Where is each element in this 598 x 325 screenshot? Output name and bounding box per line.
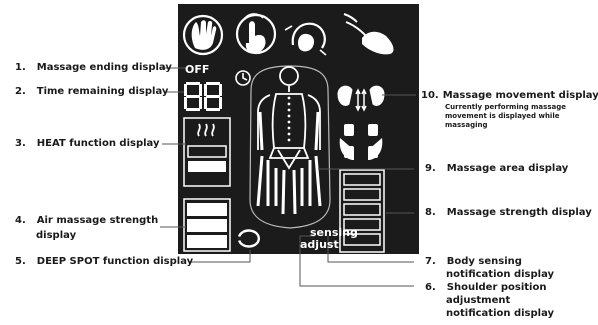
callout-text: HEAT function display bbox=[36, 138, 160, 149]
callout-text: Massage area display bbox=[446, 163, 569, 174]
callout-10: 10.Massage movement display* bbox=[421, 90, 598, 101]
clock-icon bbox=[235, 70, 251, 86]
callout-9: 9. Massage area display bbox=[425, 163, 568, 174]
callout-10-note-2: movement is displayed while bbox=[445, 112, 560, 120]
strength-bar bbox=[343, 233, 381, 246]
strength-bar bbox=[343, 173, 381, 186]
callout-text: DEEP SPOT function display bbox=[36, 256, 194, 267]
callout-text: Massage movement display* bbox=[442, 90, 598, 101]
callout-number: 5. bbox=[15, 256, 26, 267]
callout-4: 4. Air massage strength bbox=[15, 215, 158, 226]
tapping-hand-icon bbox=[235, 13, 277, 55]
massage-strength-frame bbox=[339, 169, 385, 253]
air-strength-bar bbox=[187, 219, 227, 232]
callout-number: 3. bbox=[15, 138, 26, 149]
callout-3: 3. HEAT function display bbox=[15, 138, 160, 149]
callout-2: 2. Time remaining display bbox=[15, 86, 168, 97]
strength-bar bbox=[343, 218, 381, 231]
massage-area-figure bbox=[249, 65, 331, 229]
callout-number: 10. bbox=[421, 90, 439, 101]
air-strength-frame bbox=[183, 198, 231, 252]
callout-8: 8. Massage strength display bbox=[425, 207, 592, 218]
time-remaining-digits bbox=[184, 82, 222, 111]
heat-level-bar bbox=[188, 161, 226, 172]
callout-1: 1. Massage ending display bbox=[15, 62, 172, 73]
callout-number: 1. bbox=[15, 62, 26, 73]
off-text: OFF bbox=[185, 63, 209, 76]
strength-bar bbox=[343, 188, 381, 201]
callout-number: 9. bbox=[425, 163, 436, 174]
callout-text: Time remaining display bbox=[36, 86, 169, 97]
stretching-hand-icon bbox=[343, 13, 394, 55]
heat-icon bbox=[197, 123, 215, 137]
movement-arrows-icon bbox=[337, 85, 385, 112]
kneading-hand-icon bbox=[182, 14, 224, 56]
deep-spot-icon bbox=[237, 229, 260, 248]
callout-text: notification display bbox=[446, 269, 555, 280]
callout-6-line3: notification display bbox=[446, 308, 554, 319]
callout-10-note-3: massaging bbox=[445, 121, 488, 129]
callout-number: 7. bbox=[425, 256, 436, 267]
air-strength-bar bbox=[187, 235, 227, 248]
callout-text: Massage ending display bbox=[36, 62, 172, 73]
strength-bar bbox=[343, 203, 381, 216]
callout-number: 4. bbox=[15, 215, 26, 226]
callout-number: 2. bbox=[15, 86, 26, 97]
callout-7: 7. Body sensing bbox=[425, 256, 522, 267]
spine-roller-dots bbox=[287, 96, 291, 142]
callout-5: 5. DEEP SPOT function display bbox=[15, 256, 193, 267]
callout-text: Air massage strength bbox=[36, 215, 159, 226]
rolling-hand-icon bbox=[284, 22, 327, 56]
movement-rollers-icon bbox=[339, 124, 383, 160]
callout-number: 6. bbox=[425, 282, 436, 293]
leader-lines bbox=[160, 67, 416, 287]
callout-6: 6. Shoulder position bbox=[425, 282, 546, 293]
callout-text: adjustment bbox=[446, 295, 511, 306]
callout-7-line2: notification display bbox=[446, 269, 554, 280]
callout-text: Shoulder position bbox=[446, 282, 547, 293]
heat-level-bar bbox=[187, 145, 227, 158]
callout-number: 8. bbox=[425, 207, 436, 218]
callout-4-line2: display bbox=[36, 230, 76, 241]
callout-text: notification display bbox=[446, 308, 555, 319]
sensing-text: sensing bbox=[310, 226, 358, 239]
callout-6-line2: adjustment bbox=[446, 295, 510, 306]
heat-display-frame bbox=[183, 117, 231, 187]
callout-text: display bbox=[36, 230, 77, 241]
callout-10-note-1: Currently performing massage bbox=[445, 103, 566, 111]
callout-text: Massage strength display bbox=[446, 207, 592, 218]
air-strength-bar bbox=[187, 203, 227, 216]
callout-text: Body sensing bbox=[446, 256, 522, 267]
adjust-text: adjust bbox=[300, 238, 339, 251]
